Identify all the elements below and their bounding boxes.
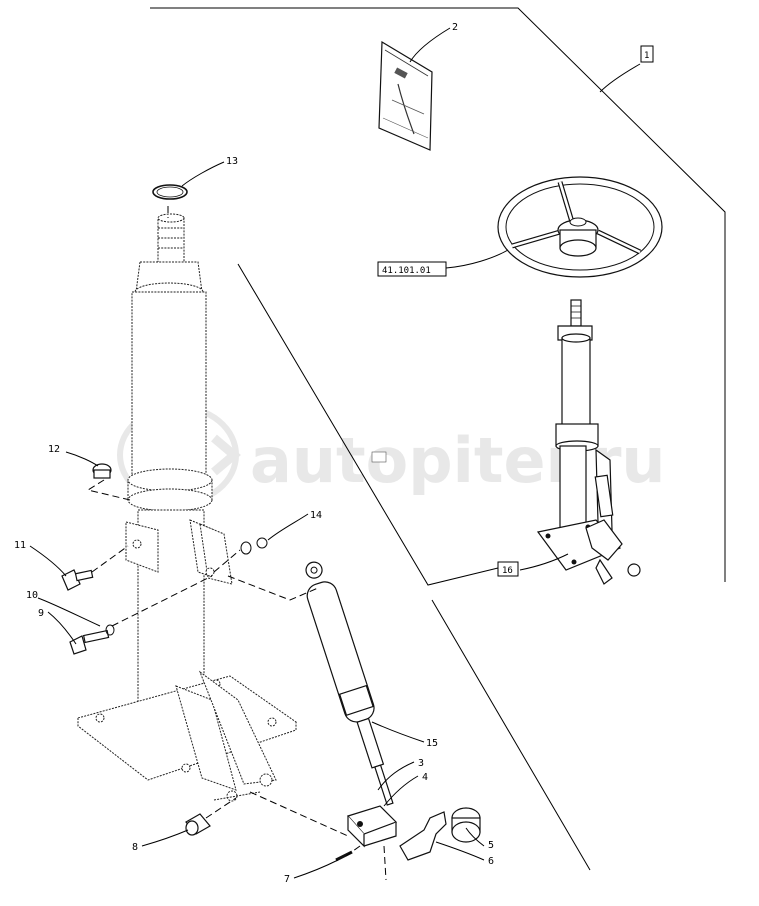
callout-2: 2	[452, 22, 458, 33]
callout-14: 14	[310, 510, 322, 521]
callout-15: 15	[426, 738, 438, 749]
leader-lines	[29, 27, 641, 879]
callout-16: 16	[502, 566, 513, 576]
callout-ref: 41.101.01	[382, 266, 431, 276]
callout-7: 7	[284, 874, 290, 885]
callout-4: 4	[422, 772, 428, 783]
assembled-steering-column	[371, 299, 641, 585]
callout-9: 9	[38, 608, 44, 619]
callout-1: 1	[644, 51, 649, 61]
callout-10: 10	[26, 590, 38, 601]
callout-3: 3	[418, 758, 424, 769]
loose-parts	[61, 184, 481, 862]
exploded-column-tube	[76, 213, 298, 802]
callout-5: 5	[488, 840, 494, 851]
assembly-lines	[86, 206, 387, 881]
callout-13: 13	[226, 156, 238, 167]
steering-wheel	[497, 176, 663, 278]
callouts: 2 13 12 11 10 9 14 8 7 15 3 4 5 6 1 41.1…	[14, 22, 654, 885]
callout-11: 11	[14, 540, 26, 551]
owner-manual	[378, 40, 433, 151]
frame-lines	[150, 7, 726, 871]
callout-12: 12	[48, 444, 60, 455]
callout-8: 8	[132, 842, 138, 853]
callout-6: 6	[488, 856, 494, 867]
